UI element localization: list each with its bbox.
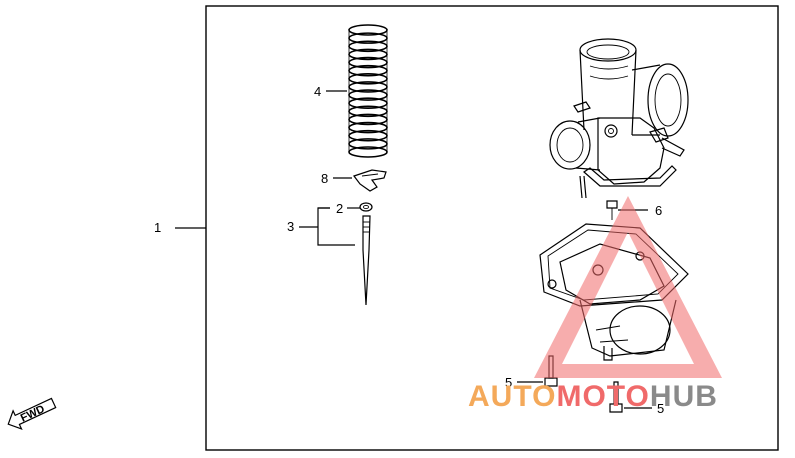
callout-3-label: 3 — [287, 219, 294, 234]
screw-part-5-right: 5 — [609, 381, 664, 416]
callout-8-label: 8 — [321, 171, 328, 186]
fwd-indicator: FWD — [7, 397, 57, 431]
callout-1-label: 1 — [154, 220, 161, 235]
fwd-label: FWD — [19, 403, 47, 424]
svg-text:AUTOMOTOHUB: AUTOMOTOHUB — [468, 380, 718, 413]
watermark-logo: AUTOMOTOHUB — [468, 196, 722, 413]
jet-needle-part: 2 3 — [287, 201, 373, 306]
spring-part: 4 — [314, 24, 388, 158]
callout-6-label: 6 — [655, 203, 662, 218]
callout-2-label: 2 — [336, 201, 343, 216]
watermark-triangle — [534, 196, 722, 378]
callout-5-left-label: 5 — [505, 375, 512, 390]
needle-clip-part: 8 — [321, 169, 387, 192]
watermark-hub: HUB — [650, 380, 718, 413]
watermark-moto: MOTO — [556, 380, 649, 413]
callout-1: 1 — [154, 220, 206, 235]
spring-outline — [348, 30, 388, 152]
carburetor-body — [549, 38, 689, 199]
callout-4-label: 4 — [314, 84, 321, 99]
watermark-auto: AUTO — [468, 380, 556, 413]
callout-5-right-label: 5 — [657, 401, 664, 416]
